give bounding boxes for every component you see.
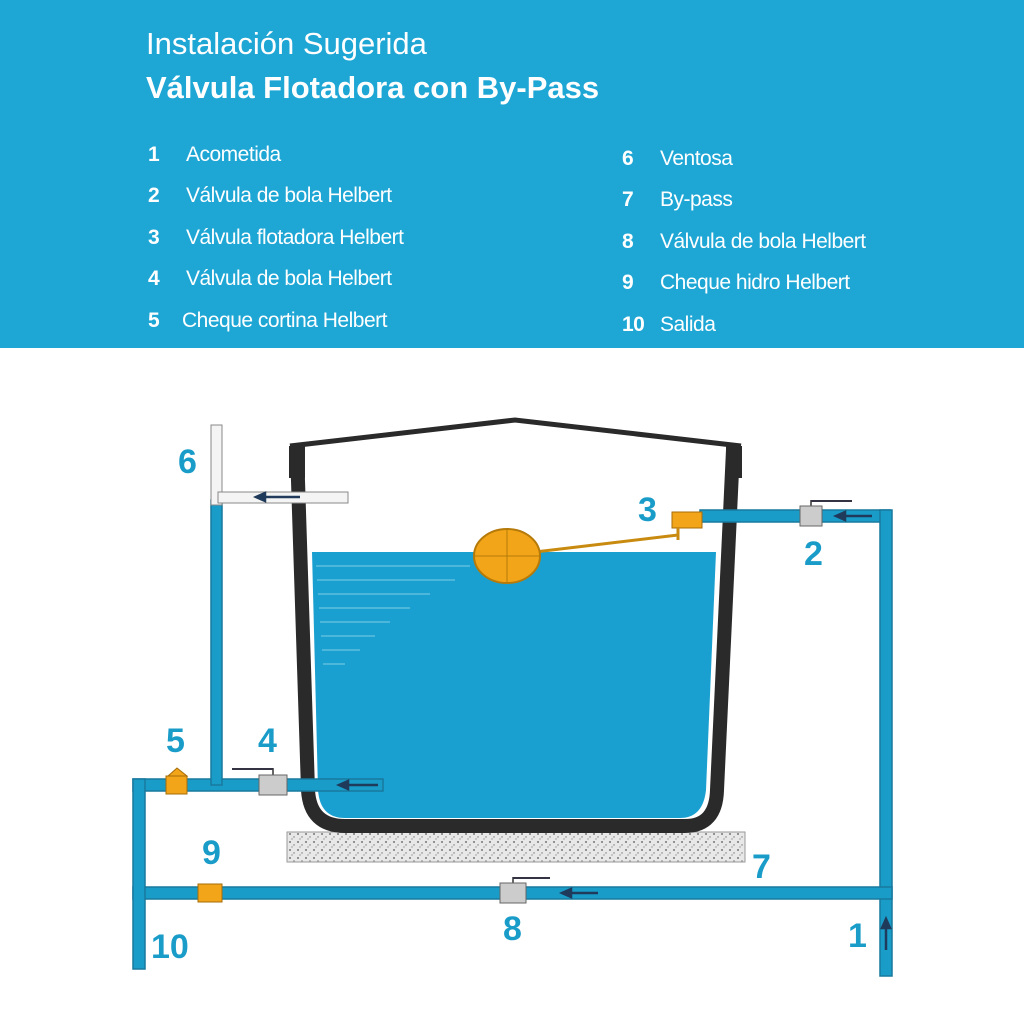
pipes (132, 499, 893, 977)
header-banner: Instalación Sugerida Válvula Flotadora c… (0, 0, 1024, 348)
legend-item: 8 Válvula de bola Helbert (622, 221, 866, 263)
legend-label: Válvula flotadora Helbert (186, 225, 404, 249)
ball-valve-2-icon (799, 500, 852, 527)
flow-arrows (252, 491, 892, 950)
outlet-pipe-vertical (132, 778, 146, 970)
label-9: 9 (202, 834, 221, 872)
legend-number: 1 (148, 142, 160, 166)
legend-label: Ventosa (660, 146, 733, 170)
legend-label: Acometida (186, 142, 281, 166)
legend-number: 2 (148, 184, 160, 208)
legend-item: 3 Válvula flotadora Helbert (148, 217, 404, 259)
legend-item: 10 Salida (622, 304, 866, 346)
float-valve-3-icon (473, 511, 703, 584)
ball-valve-4-icon (232, 768, 288, 796)
legend-number: 10 (622, 312, 645, 336)
legend-item: 7 By-pass (622, 180, 866, 222)
legend-number: 7 (622, 188, 634, 212)
legend-item: 9 Cheque hidro Helbert (622, 263, 866, 305)
legend-item: 6 Ventosa (622, 138, 866, 180)
legend-label: Válvula de bola Helbert (186, 184, 392, 208)
label-8: 8 (503, 910, 522, 948)
legend-label: By-pass (660, 188, 733, 212)
legend-item: 5 Cheque cortina Helbert (148, 300, 403, 342)
legend-number: 6 (622, 146, 634, 170)
label-2: 2 (804, 535, 823, 573)
label-5: 5 (166, 722, 185, 760)
legend-label: Salida (660, 312, 716, 336)
legend-column-right: 6 Ventosa 7 By-pass 8 Válvula de bola Helbe… (622, 138, 866, 346)
legend-item: 2 Válvula de bola Helbert (148, 176, 403, 218)
legend-number: 4 (148, 267, 160, 291)
label-6: 6 (178, 443, 197, 481)
installation-diagram: 6 3 2 5 4 9 7 8 1 10 (132, 417, 893, 977)
legend-number: 9 (622, 271, 634, 295)
label-10: 10 (151, 928, 189, 966)
label-7: 7 (752, 848, 771, 886)
vent-pipe (210, 424, 223, 506)
check-valve-9-icon (197, 883, 223, 903)
acometida-pipe (879, 509, 893, 977)
label-1: 1 (848, 917, 867, 955)
subtitle: Válvula Flotadora con By-Pass (146, 70, 600, 105)
label-4: 4 (258, 722, 277, 760)
tank-body (290, 449, 740, 833)
water-lines (316, 565, 470, 665)
legend-label: Cheque hidro Helbert (660, 271, 850, 295)
foundation-slab (286, 831, 746, 863)
legend-number: 3 (148, 225, 160, 249)
tank-water (312, 552, 716, 818)
legend-number: 5 (148, 308, 160, 332)
legend-item: 1 Acometida (148, 134, 403, 176)
legend-label: Válvula de bola Helbert (186, 267, 392, 291)
label-3: 3 (638, 491, 657, 529)
check-valve-5-icon (165, 767, 189, 795)
legend-label: Válvula de bola Helbert (660, 229, 866, 253)
legend-number: 8 (622, 229, 634, 253)
legend-item: 4 Válvula de bola Helbert (148, 259, 403, 301)
title: Instalación Sugerida (146, 26, 427, 61)
vent-pipe-blue (210, 499, 223, 786)
tank-roof (289, 417, 742, 449)
ball-valve-8-icon (499, 877, 550, 904)
legend-label: Cheque cortina Helbert (182, 308, 387, 332)
